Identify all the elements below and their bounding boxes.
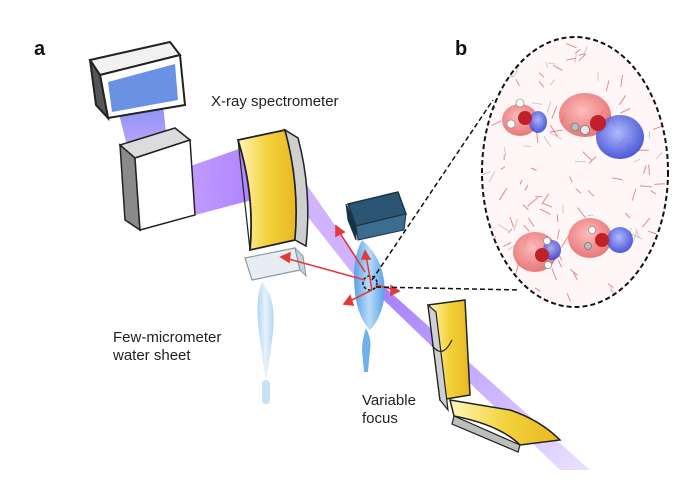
bond-scribble bbox=[667, 110, 678, 114]
panel-label-a: a bbox=[34, 38, 45, 61]
analyzer-crystal bbox=[120, 128, 195, 230]
bond-scribble bbox=[480, 124, 485, 135]
focusing-mirror bbox=[428, 300, 560, 452]
spectrometer-label: X-ray spectrometer bbox=[211, 93, 339, 111]
water-sheet-label-line2: water sheet bbox=[113, 347, 191, 365]
bond-scribble bbox=[656, 64, 660, 69]
bond-scribble bbox=[512, 298, 523, 304]
bond-scribble bbox=[527, 40, 538, 44]
water-sheet-label-line1: Few-micrometer bbox=[113, 329, 221, 347]
bond-scribble bbox=[661, 113, 669, 120]
bond-scribble bbox=[492, 78, 502, 87]
bond-scribble bbox=[655, 253, 660, 256]
panel-label-b: b bbox=[455, 38, 467, 61]
bond-scribble bbox=[654, 184, 665, 185]
bond-scribble bbox=[664, 249, 670, 252]
bond-scribble bbox=[518, 48, 531, 53]
bond-scribble bbox=[500, 58, 503, 65]
bond-scribble bbox=[668, 215, 674, 224]
zoom-line-top bbox=[372, 100, 493, 280]
bond-scribble bbox=[492, 53, 502, 59]
bond-scribble bbox=[670, 44, 677, 45]
bond-scribble bbox=[606, 42, 613, 43]
focus-label-line1: Variable bbox=[362, 392, 416, 410]
bond-scribble bbox=[664, 277, 672, 286]
bond-scribble bbox=[631, 303, 638, 309]
bond-scribble bbox=[508, 61, 515, 65]
bond-scribble bbox=[511, 36, 515, 40]
focus-label-line2: focus bbox=[362, 410, 398, 428]
bond-scribble bbox=[666, 41, 675, 47]
x-ray-detector bbox=[90, 42, 185, 118]
incoming-xray-beam bbox=[362, 279, 590, 470]
zoom-inset bbox=[479, 36, 679, 309]
bond-scribble bbox=[483, 74, 487, 83]
bond-scribble bbox=[668, 154, 675, 161]
reference-water-jet bbox=[245, 248, 306, 404]
spectrometer-grating bbox=[238, 130, 308, 250]
bond-scribble bbox=[523, 146, 531, 147]
bond-scribble bbox=[655, 84, 659, 93]
bond-scribble bbox=[557, 214, 558, 221]
nozzle bbox=[346, 192, 406, 240]
